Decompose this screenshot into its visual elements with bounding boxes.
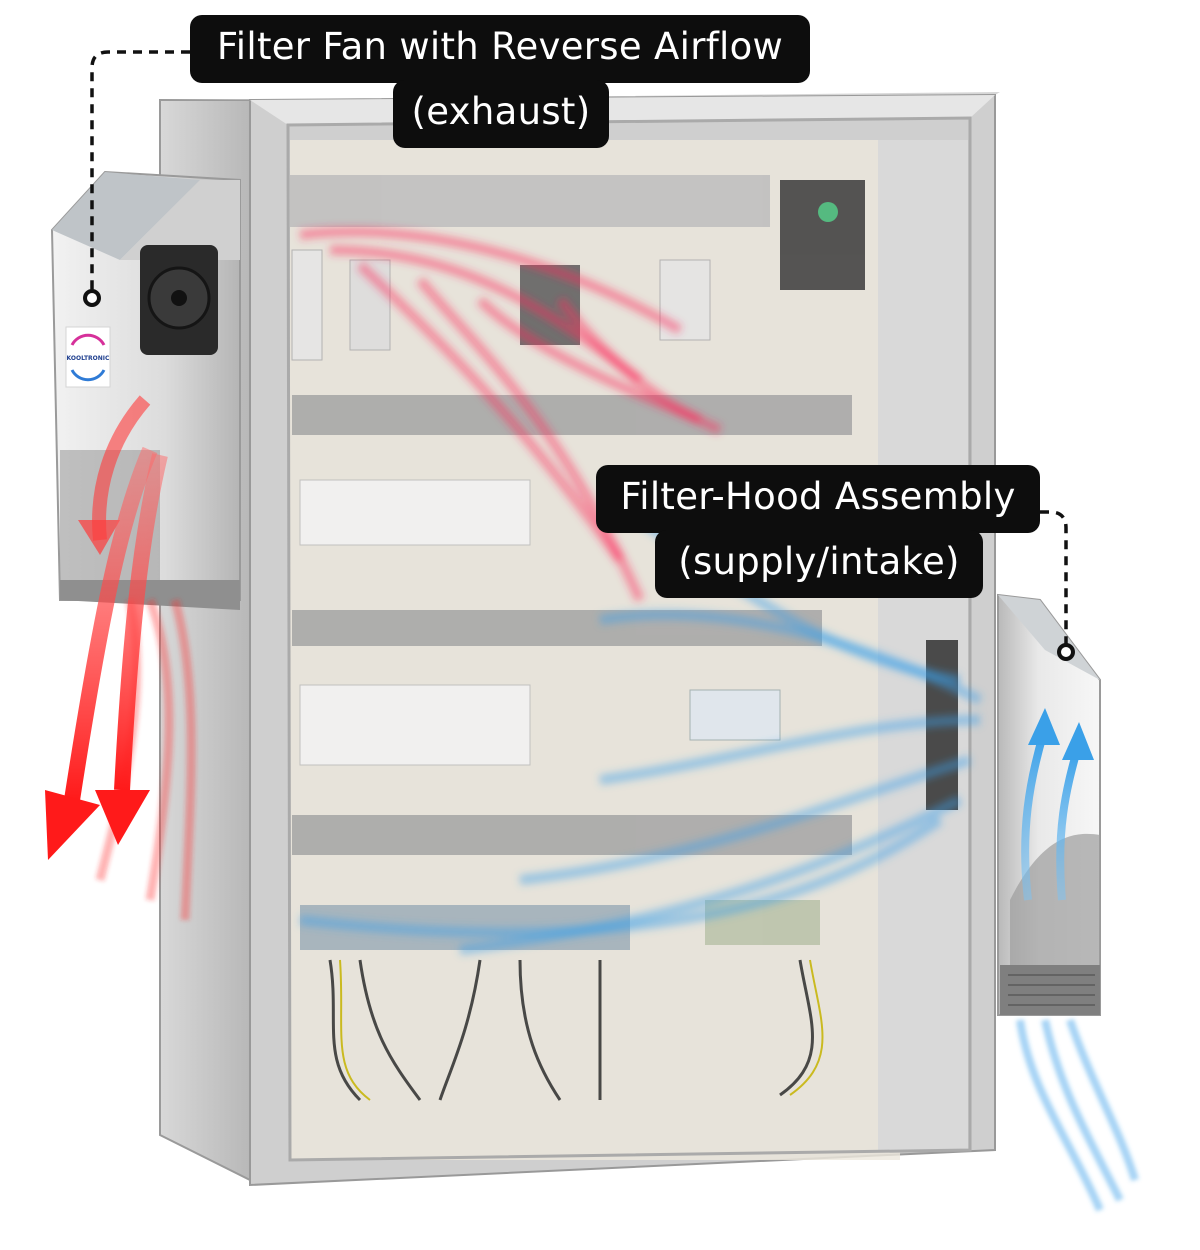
leader-line-intake [1040, 510, 1068, 652]
callout-exhaust-line2: (exhaust) [411, 90, 591, 133]
interior-components [290, 175, 865, 1102]
leader-dot-intake [1057, 643, 1075, 661]
exhaust-airflow-arrows [45, 395, 196, 921]
callout-exhaust-subtitle: (exhaust) [393, 80, 609, 148]
callout-intake-line1: Filter-Hood Assembly [620, 475, 1016, 518]
intake-airflow-arrows [1016, 708, 1139, 1212]
fan-icon [140, 245, 218, 355]
logo-text: KOOLTRONIC [67, 355, 110, 362]
enclosure-backplate [290, 140, 900, 1160]
callout-intake-subtitle: (supply/intake) [655, 530, 983, 598]
leader-dot-exhaust [83, 289, 101, 307]
callout-intake-title: Filter-Hood Assembly [596, 465, 1040, 533]
filter-hood-unit [997, 593, 1101, 1016]
callout-exhaust-line1: Filter Fan with Reverse Airflow [216, 25, 784, 68]
kooltronic-logo: KOOLTRONIC [65, 326, 111, 388]
internal-hot-airflow [299, 226, 722, 603]
leader-line-exhaust [90, 50, 190, 298]
callout-exhaust-title: Filter Fan with Reverse Airflow [190, 15, 810, 83]
callout-intake-line2: (supply/intake) [678, 540, 960, 583]
